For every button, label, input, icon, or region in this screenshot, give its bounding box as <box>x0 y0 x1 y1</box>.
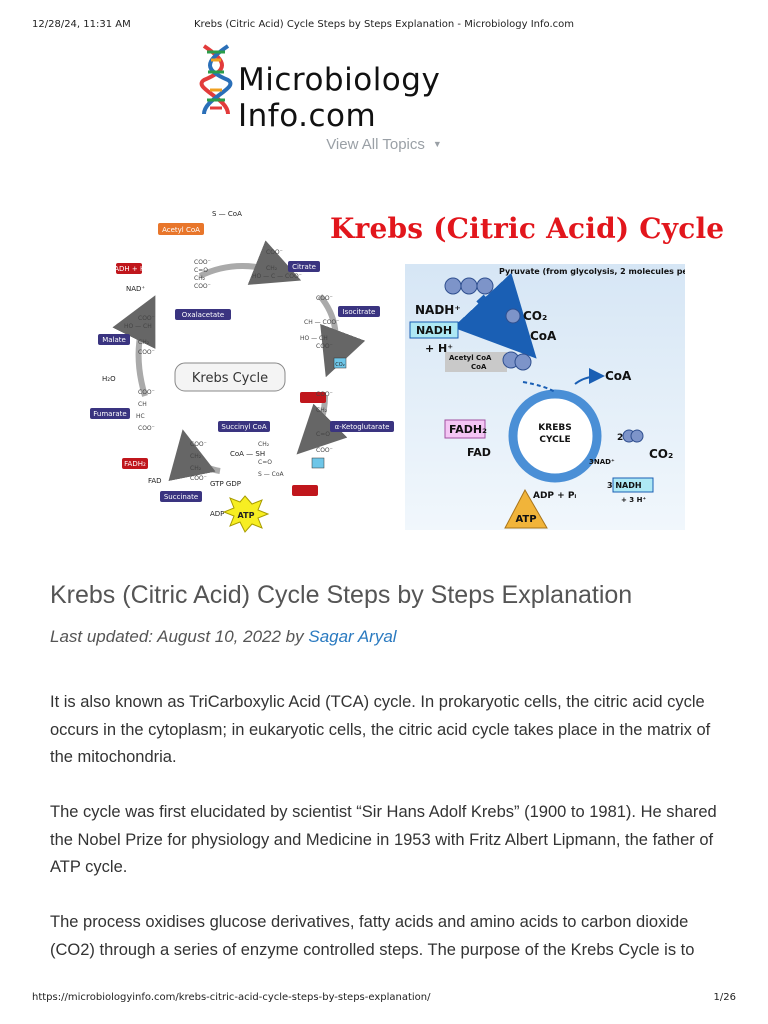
svg-text:HC: HC <box>136 413 145 420</box>
label-acetyl-coa: Acetyl CoA <box>449 354 492 362</box>
svg-text:COO⁻: COO⁻ <box>138 349 155 356</box>
label-atp-right: ATP <box>515 514 536 525</box>
meta-prefix: Last updated: August 10, 2022 by <box>50 627 309 646</box>
krebs-cycle-diagram-left: Krebs Cycle Acetyl CoA Citrate Isocitrat… <box>90 210 394 533</box>
paragraph-3: The process oxidises glucose derivatives… <box>50 913 695 959</box>
dna-icon <box>199 44 233 115</box>
svg-text:COO⁻: COO⁻ <box>138 389 155 396</box>
box-citrate: Citrate <box>292 263 316 271</box>
print-footer: https://microbiologyinfo.com/krebs-citri… <box>0 992 768 1012</box>
label-fad: FAD <box>148 477 162 485</box>
svg-text:COO⁻: COO⁻ <box>138 425 155 432</box>
label-nadh-1: NADH + H⁺ <box>109 265 149 273</box>
svg-text:COO⁻: COO⁻ <box>266 249 283 256</box>
print-datetime: 12/28/24, 11:31 AM <box>32 19 131 30</box>
svg-text:NADH: NADH <box>416 324 452 337</box>
svg-text:CH₂: CH₂ <box>316 407 328 414</box>
svg-text:HO — CH: HO — CH <box>300 335 328 342</box>
label-coa-sh: CoA — SH <box>230 450 265 458</box>
svg-text:COO⁻: COO⁻ <box>194 259 211 266</box>
diagram-center-label: Krebs Cycle <box>192 371 268 386</box>
box-oxalacetate: Oxalacetate <box>182 311 224 319</box>
svg-text:C=O: C=O <box>194 267 208 274</box>
label-adp: ADP <box>210 510 224 518</box>
hero-title: Krebs (Citric Acid) Cycle <box>330 212 725 245</box>
label-h2o: H₂O <box>102 375 116 383</box>
box-isocitrate: Isocitrate <box>343 308 376 316</box>
svg-text:KREBS: KREBS <box>538 423 571 433</box>
svg-text:+ H⁺: + H⁺ <box>425 342 453 355</box>
svg-text:COO⁻: COO⁻ <box>190 441 207 448</box>
svg-text:CoA: CoA <box>471 363 487 371</box>
svg-text:C=O: C=O <box>258 459 272 466</box>
box-malate: Malate <box>102 336 126 344</box>
svg-text:CH₂: CH₂ <box>194 275 206 282</box>
author-link[interactable]: Sagar Aryal <box>308 627 397 646</box>
box-succinyl-coa: Succinyl CoA <box>221 423 266 431</box>
print-title: Krebs (Citric Acid) Cycle Steps by Steps… <box>194 19 574 30</box>
svg-text:COO⁻: COO⁻ <box>316 447 333 454</box>
chevron-down-icon: ▼ <box>432 139 442 149</box>
article-title: Krebs (Citric Acid) Cycle Steps by Steps… <box>50 581 633 609</box>
label-co2-right: CO₂ <box>649 447 673 461</box>
hero-image: Krebs Cycle Acetyl CoA Citrate Isocitrat… <box>90 196 724 536</box>
view-all-topics-dropdown[interactable]: View All Topics ▼ <box>0 136 768 153</box>
box-succinate: Succinate <box>164 493 198 501</box>
paragraph-2: The cycle was first elucidated by scient… <box>50 803 717 876</box>
svg-text:HO — CH: HO — CH <box>124 323 152 330</box>
label-nad: NAD⁺ <box>126 285 145 293</box>
svg-text:CYCLE: CYCLE <box>539 435 570 445</box>
svg-text:COO⁻: COO⁻ <box>190 475 207 482</box>
svg-text:+ 3 H⁺: + 3 H⁺ <box>621 496 646 504</box>
svg-text:HO — C — COO⁻: HO — C — COO⁻ <box>252 273 302 280</box>
label-adp-pi: ADP + Pᵢ <box>533 491 576 501</box>
box-ketoglutarate: α-Ketoglutarate <box>335 423 390 431</box>
svg-text:COO⁻: COO⁻ <box>194 283 211 290</box>
svg-text:CH₂: CH₂ <box>258 441 270 448</box>
svg-text:COO⁻: COO⁻ <box>316 295 333 302</box>
svg-text:3 NADH: 3 NADH <box>607 481 642 490</box>
label-3nad: 3NAD⁺ <box>589 458 615 466</box>
page-number: 1/26 <box>713 992 736 1003</box>
label-fadh2: FADH₂ <box>124 460 146 468</box>
krebs-cycle-diagram-right: Pyruvate (from glycolysis, 2 molecules p… <box>405 264 685 530</box>
label-coa-top: CoA <box>530 329 557 343</box>
label-coa-right: CoA <box>605 369 632 383</box>
site-logo[interactable]: Microbiology Info.com <box>198 44 568 134</box>
svg-text:COO⁻: COO⁻ <box>138 315 155 322</box>
box-acetyl-coa: Acetyl CoA <box>162 226 200 234</box>
svg-text:CH₂: CH₂ <box>190 465 202 472</box>
label-gtp-gdp: GTP GDP <box>210 480 241 488</box>
svg-text:C=O: C=O <box>316 431 330 438</box>
label-co2-top: CO₂ <box>523 309 547 323</box>
label-co2-1: CO₂ <box>335 362 344 368</box>
paragraph-1: It is also known as TriCarboxylic Acid (… <box>50 693 711 766</box>
atp-burst-label: ATP <box>238 511 255 520</box>
logo-text: Microbiology Info.com <box>238 62 441 134</box>
label-s-coa: S — CoA <box>212 210 242 218</box>
view-all-topics-label: View All Topics <box>326 136 425 153</box>
print-header: 12/28/24, 11:31 AM Krebs (Citric Acid) C… <box>0 0 768 30</box>
svg-text:CH — COO⁻: CH — COO⁻ <box>304 319 339 326</box>
pyruvate-label: Pyruvate (from glycolysis, 2 molecules p… <box>499 267 685 276</box>
box-fumarate: Fumarate <box>93 410 126 418</box>
print-url: https://microbiologyinfo.com/krebs-citri… <box>32 992 431 1003</box>
article-meta: Last updated: August 10, 2022 by Sagar A… <box>50 627 397 647</box>
svg-text:CH₂: CH₂ <box>138 339 150 346</box>
svg-text:CH₂: CH₂ <box>266 265 278 272</box>
label-fadh2-right: FADH₂ <box>449 423 487 436</box>
svg-text:COO⁻: COO⁻ <box>316 343 333 350</box>
svg-text:S — CoA: S — CoA <box>258 471 284 478</box>
svg-text:COO⁻: COO⁻ <box>316 391 333 398</box>
svg-text:CH₂: CH₂ <box>190 453 202 460</box>
label-fad-right: FAD <box>467 446 491 459</box>
label-nadh-plus: NADH⁺ <box>415 303 461 317</box>
label-2: 2 <box>617 433 623 443</box>
svg-text:CH: CH <box>138 401 147 408</box>
